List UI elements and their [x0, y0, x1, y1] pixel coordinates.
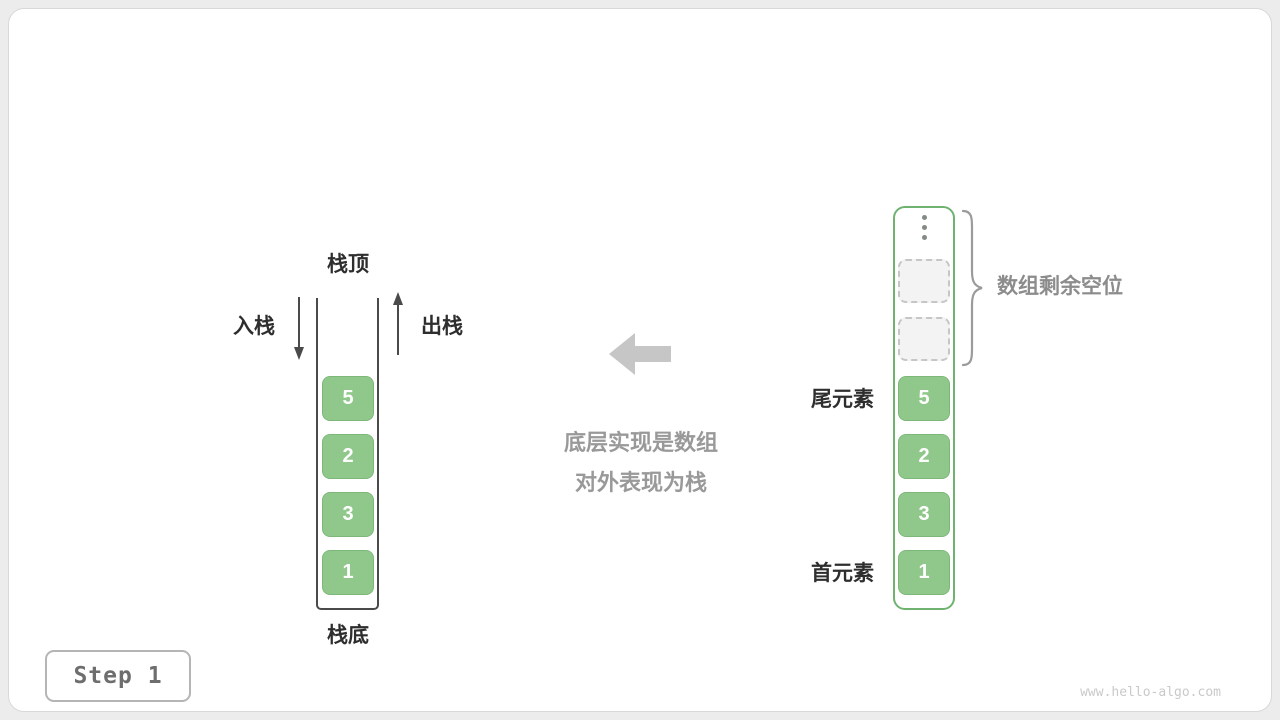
head-element-label: 首元素: [811, 562, 874, 585]
stack-cell: 5: [322, 376, 374, 421]
caption-line-1: 底层实现是数组: [563, 430, 718, 455]
stack-cell: 2: [322, 434, 374, 479]
push-down-arrow-icon: [292, 295, 306, 361]
array-empty-slot: [898, 259, 950, 303]
vertical-ellipsis-icon: [921, 215, 927, 240]
stack-cell: 3: [322, 492, 374, 537]
step-badge-label: Step 1: [73, 663, 163, 689]
left-block-arrow-icon: [609, 333, 671, 375]
remaining-slots-label: 数组剩余空位: [997, 275, 1123, 298]
tail-element-label: 尾元素: [811, 388, 874, 411]
caption-line-2: 对外表现为栈: [574, 470, 707, 495]
array-cell: 3: [898, 492, 950, 537]
pop-label: 出栈: [421, 315, 463, 338]
array-empty-slot: [898, 317, 950, 361]
array-cell: 2: [898, 434, 950, 479]
array-cell: 1: [898, 550, 950, 595]
step-badge: Step 1: [45, 650, 191, 702]
stack-top-label: 栈顶: [327, 253, 369, 276]
pop-up-arrow-icon: [391, 291, 405, 357]
array-cell: 5: [898, 376, 950, 421]
watermark: www.hello-algo.com: [1080, 685, 1221, 700]
stack-cell: 1: [322, 550, 374, 595]
stack-bottom-label: 栈底: [327, 624, 369, 647]
curly-brace-icon: [959, 209, 985, 367]
figure-card: 栈顶 入栈 出栈 5 2 3 1 栈底 底层实现是数组 对外表现为栈 5 2 3…: [8, 8, 1272, 712]
push-label: 入栈: [233, 315, 275, 338]
